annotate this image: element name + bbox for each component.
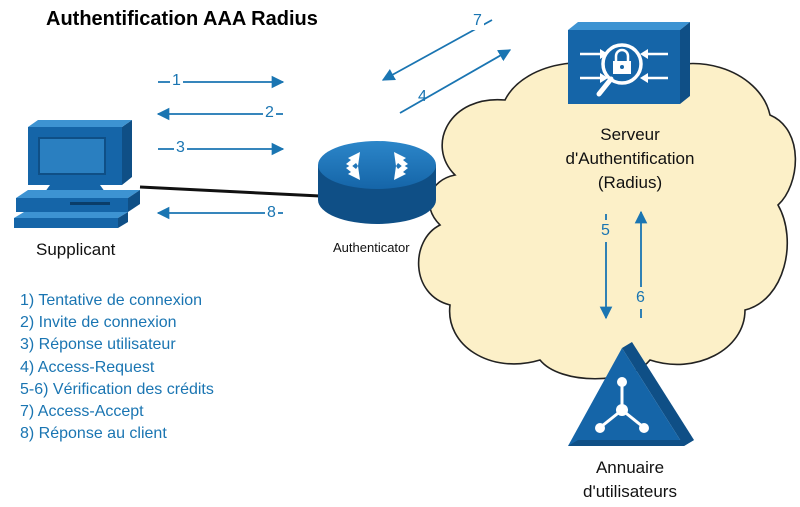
- directory-icon: [568, 342, 694, 446]
- server-label-line-3: (Radius): [597, 173, 663, 192]
- directory-label-line-2: d'utilisateurs: [583, 482, 677, 501]
- network-cable: [139, 185, 321, 198]
- arrow-label-4: 4: [418, 88, 427, 105]
- diagram-title: Authentification AAA Radius: [46, 8, 318, 30]
- steps-legend: 1) Tentative de connexion 2) Invite de c…: [20, 290, 214, 445]
- step-item: 4) Access-Request: [20, 358, 155, 376]
- step-item: 8) Réponse au client: [20, 425, 167, 443]
- arrow-7: [381, 19, 493, 81]
- arrow-label-7: 7: [471, 12, 484, 30]
- authenticator-label: Authenticator: [333, 240, 410, 255]
- arrow-label-5: 5: [601, 220, 610, 242]
- router-icon: [318, 141, 436, 224]
- directory-label: Annuaire d'utilisateurs: [560, 456, 700, 504]
- step-item: 5-6) Vérification des crédits: [20, 380, 214, 398]
- arrow-label-3: 3: [174, 139, 187, 157]
- secure-server-icon: [568, 22, 690, 104]
- step-item: 1) Tentative de connexion: [20, 292, 203, 309]
- arrow-label-6: 6: [636, 287, 645, 309]
- directory-label-line-1: Annuaire: [595, 458, 665, 477]
- arrow-4: [399, 49, 512, 114]
- step-item: 3) Réponse utilisateur: [20, 336, 176, 354]
- arrow-label-8: 8: [265, 204, 278, 222]
- step-item: 7) Access-Accept: [20, 403, 144, 421]
- server-label-line-1: Serveur: [600, 125, 660, 144]
- step-item: 2) Invite de connexion: [20, 314, 177, 332]
- server-label: Serveur d'Authentification (Radius): [540, 123, 720, 195]
- supplicant-label: Supplicant: [36, 240, 116, 259]
- arrow-label-2: 2: [263, 104, 276, 122]
- computer-icon: [14, 120, 140, 228]
- server-label-line-2: d'Authentification: [565, 149, 695, 168]
- arrow-label-1: 1: [170, 72, 183, 90]
